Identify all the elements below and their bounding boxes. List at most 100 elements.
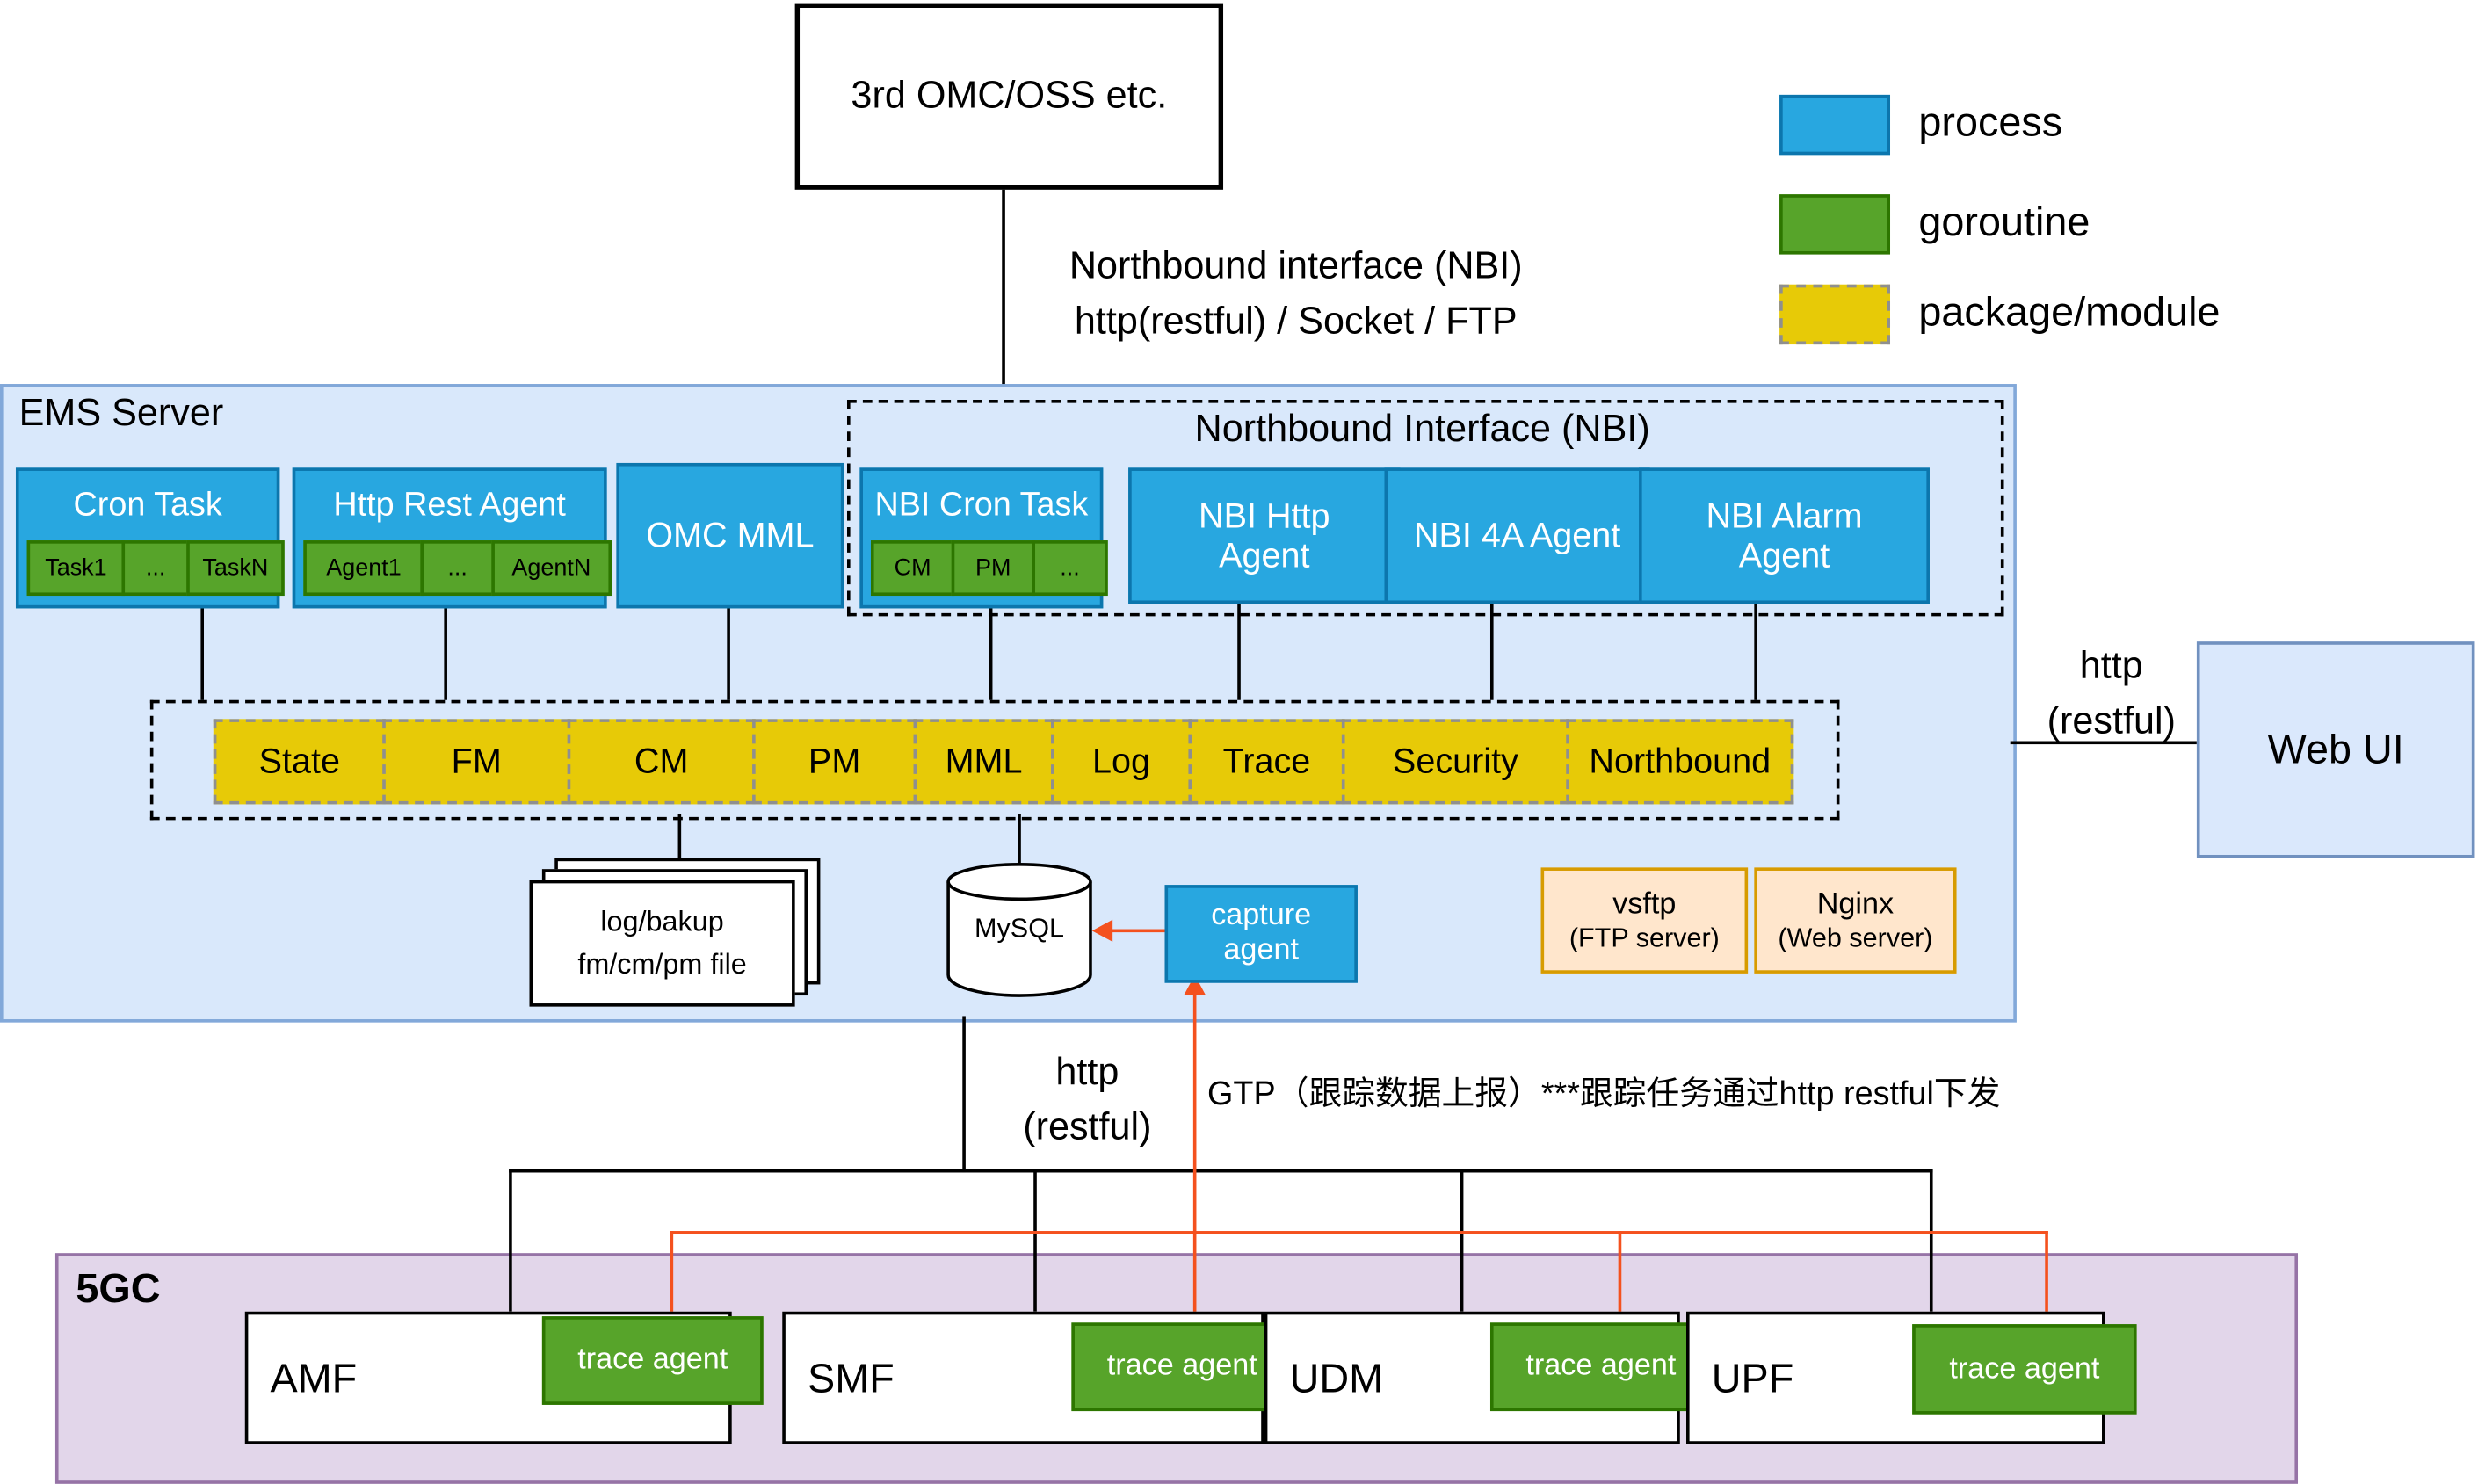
connector-nbi4a-to-packages	[1489, 597, 1494, 700]
east-link-label: http (restful)	[2023, 640, 2199, 749]
nbi-cron-task-box: NBI Cron Task CM PM ...	[859, 467, 1108, 609]
legend-package-swatch	[1779, 284, 1891, 345]
capture-agent-box: capture agent	[1164, 885, 1358, 983]
legend-goroutine-swatch	[1779, 194, 1891, 255]
connector-bus-to-udm	[1460, 1169, 1464, 1312]
http-rest-agent-box: Http Rest Agent Agent1 ... AgentN	[292, 467, 612, 609]
smf-trace-agent-label: trace agent	[1106, 1350, 1257, 1383]
vsftp-box: vsftp (FTP server)	[1540, 867, 1749, 974]
package-pm: PM	[752, 719, 917, 805]
cron-task-box: Cron Task Task1 ... TaskN	[15, 467, 285, 609]
package-band: State FM CM PM MML Log Trace Security No…	[213, 719, 1794, 805]
connector-nbialarm-to-packages	[1754, 597, 1757, 700]
connector-crontask-to-packages	[200, 602, 205, 700]
package-northbound: Northbound	[1566, 719, 1794, 805]
omc-mml-box: OMC MML	[616, 462, 844, 609]
gtp-drop-amf	[670, 1231, 674, 1317]
cron-task-title: Cron Task	[73, 486, 222, 524]
nbi-title: Northbound Interface (NBI)	[1194, 408, 1650, 451]
connector-bus-to-amf	[509, 1169, 512, 1312]
ems-server-title: EMS Server	[18, 392, 224, 435]
gtp-riser-capture	[1192, 994, 1197, 1323]
legend-goroutine-label: goroutine	[1918, 197, 2090, 245]
legend-process-label: process	[1918, 98, 2063, 146]
south-link-label: http (restful)	[992, 1046, 1182, 1156]
gtp-drop-udm	[1618, 1231, 1622, 1323]
omc-mml-label: OMC MML	[646, 515, 815, 555]
nginx-desc: (Web server)	[1778, 922, 1933, 952]
goroutine-nbi-ellipsis: ...	[1032, 540, 1108, 597]
smf-trace-agent-box: trace agent	[1071, 1322, 1293, 1412]
connector-bus-to-upf	[1929, 1169, 1933, 1312]
nbi-container	[846, 400, 2004, 617]
nbi-http-agent-label: NBI Http Agent	[1199, 496, 1330, 576]
gtp-bus	[670, 1231, 2048, 1234]
nbi-http-agent-box: NBI Http Agent	[1128, 467, 1401, 604]
fivegc-title: 5GC	[76, 1263, 161, 1312]
third-party-omc-oss-label: 3rd OMC/OSS etc.	[851, 74, 1168, 118]
gtp-link-capture-to-mysql	[1111, 929, 1165, 933]
goroutine-agentn: AgentN	[490, 540, 612, 597]
package-cm: CM	[567, 719, 756, 805]
nbi-4a-agent-box: NBI 4A Agent	[1384, 467, 1650, 604]
nginx-box: Nginx (Web server)	[1754, 867, 1957, 974]
vsftp-name: vsftp	[1612, 887, 1677, 921]
nbi-alarm-agent-label: NBI Alarm Agent	[1706, 496, 1863, 576]
connector-nbihttp-to-packages	[1237, 597, 1241, 700]
package-trace: Trace	[1188, 719, 1345, 805]
connector-5gc-bus	[509, 1169, 1933, 1173]
capture-agent-label: capture agent	[1211, 899, 1312, 967]
south-link-line2: (restful)	[1023, 1105, 1152, 1149]
web-ui-label: Web UI	[2267, 725, 2404, 773]
third-party-omc-oss-box: 3rd OMC/OSS etc.	[794, 3, 1224, 190]
package-log: Log	[1051, 719, 1192, 805]
udm-trace-agent-box: trace agent	[1489, 1322, 1712, 1412]
mysql-label: MySQL	[975, 913, 1065, 944]
package-mml: MML	[913, 719, 1054, 805]
upf-trace-agent-box: trace agent	[1912, 1324, 2137, 1415]
connector-packages-to-files	[677, 814, 682, 886]
goroutine-task1: Task1	[26, 540, 126, 597]
nginx-name: Nginx	[1816, 887, 1895, 921]
gtp-arrowhead-mysql	[1091, 919, 1113, 942]
log-file-store: log/bakup fm/cm/pm file	[529, 858, 821, 1007]
east-link-line1: http	[2079, 644, 2143, 688]
udm-trace-agent-label: trace agent	[1525, 1350, 1677, 1383]
package-security: Security	[1341, 719, 1569, 805]
goroutine-pm: PM	[951, 540, 1035, 597]
gtp-note-label: GTP（跟踪数据上报）***跟踪任务通过http restful下发	[1207, 1075, 2001, 1113]
connector-packages-to-mysql	[1018, 814, 1021, 866]
goroutine-agent-ellipsis: ...	[421, 540, 495, 597]
package-band-container	[149, 699, 1840, 821]
cron-task-goroutines: Task1 ... TaskN	[19, 540, 293, 605]
file-store-line1: log/bakup	[600, 905, 724, 937]
upf-trace-agent-label: trace agent	[1949, 1351, 2100, 1386]
package-state: State	[213, 719, 386, 805]
file-page-front: log/bakup fm/cm/pm file	[529, 880, 795, 1007]
east-link-line2: (restful)	[2047, 699, 2176, 742]
goroutine-agent1: Agent1	[303, 540, 424, 597]
nbi-cron-task-title: NBI Cron Task	[874, 486, 1089, 524]
package-fm: FM	[382, 719, 571, 805]
amf-trace-agent-label: trace agent	[577, 1343, 728, 1377]
nf-amf-label: AMF	[270, 1353, 358, 1401]
north-link-line2: http(restful) / Socket / FTP	[1074, 300, 1518, 343]
mysql-database	[946, 861, 1094, 1000]
legend-package-label: package/module	[1918, 287, 2221, 336]
file-store-line2: fm/cm/pm file	[577, 948, 747, 981]
connector-bus-to-smf	[1033, 1169, 1037, 1312]
http-rest-agent-goroutines: Agent1 ... AgentN	[295, 540, 620, 605]
nf-udm-label: UDM	[1289, 1353, 1384, 1401]
vsftp-desc: (FTP server)	[1569, 922, 1720, 952]
connector-nbicron-to-packages	[989, 602, 993, 700]
north-link-line1: Northbound interface (NBI)	[1069, 244, 1523, 288]
connector-ems-to-5gc-trunk	[962, 1016, 966, 1173]
goroutine-taskn: TaskN	[185, 540, 285, 597]
south-link-line1: http	[1055, 1051, 1119, 1094]
gtp-drop-upf	[2045, 1231, 2048, 1325]
database-cylinder-icon	[946, 862, 1092, 997]
nbi-alarm-agent-box: NBI Alarm Agent	[1639, 467, 1930, 604]
nbi-cron-task-goroutines: CM PM ...	[863, 540, 1116, 605]
nf-smf-label: SMF	[808, 1353, 895, 1401]
nbi-4a-agent-label: NBI 4A Agent	[1413, 515, 1621, 555]
